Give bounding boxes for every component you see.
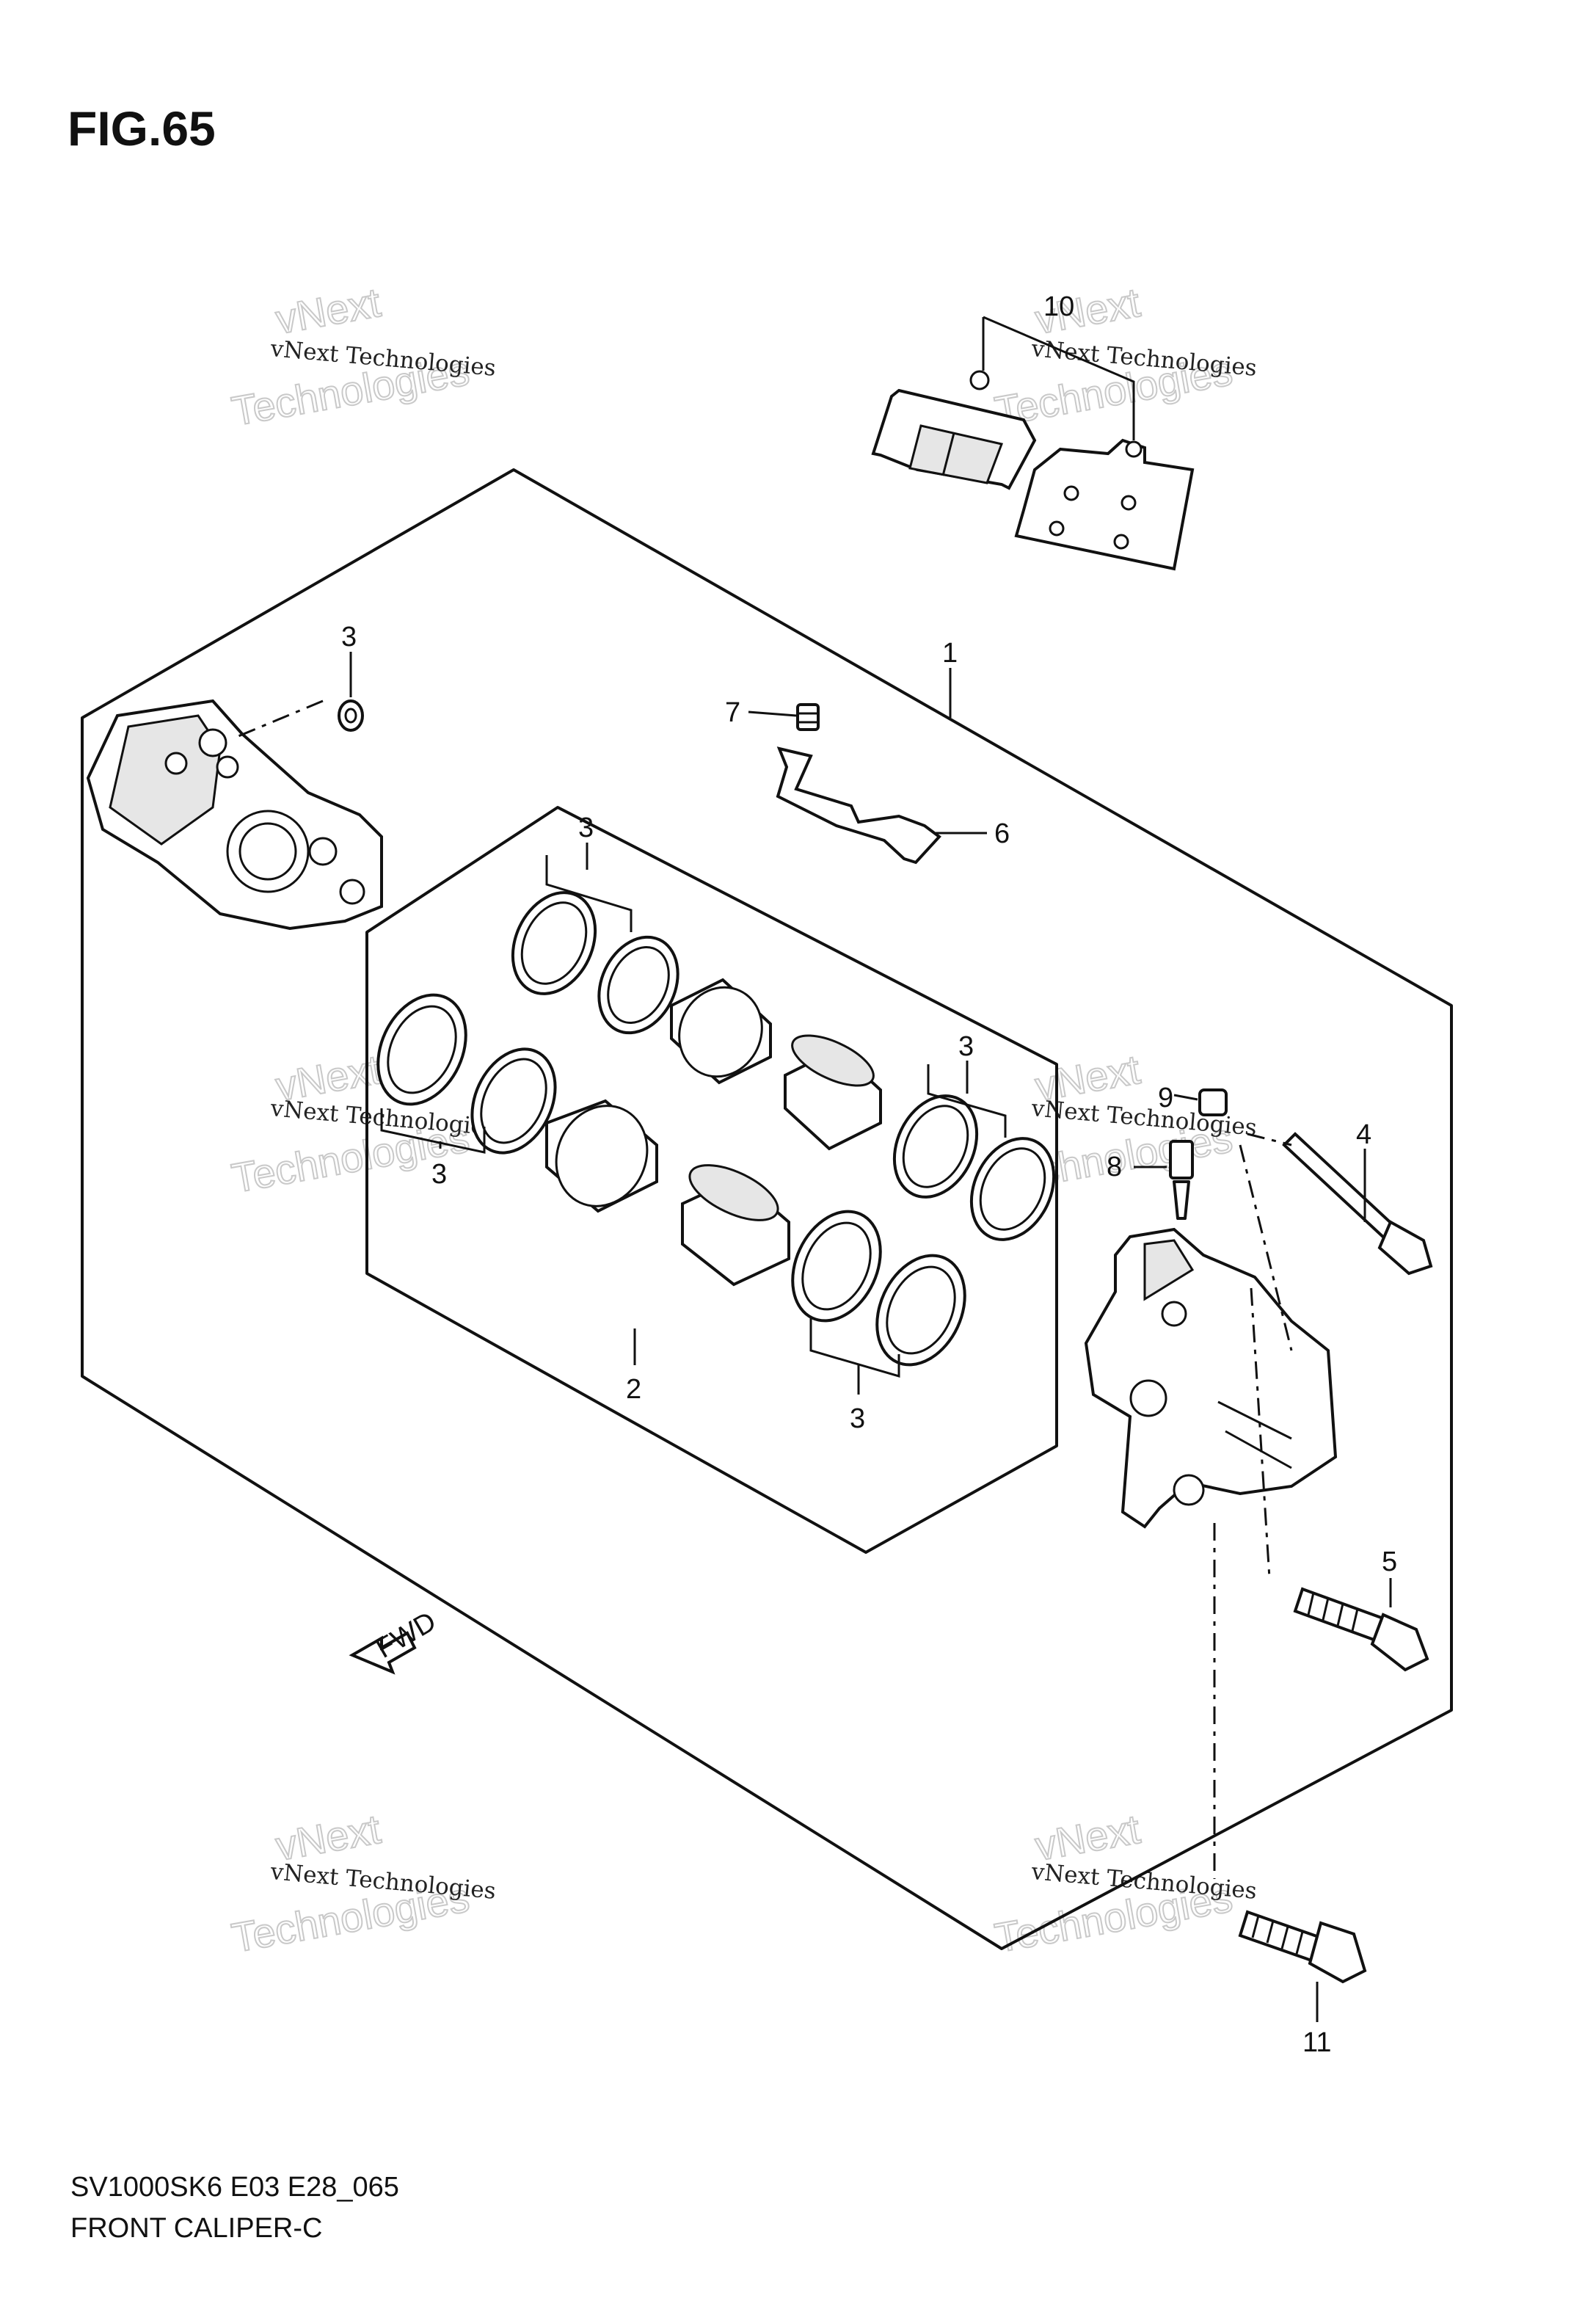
caliper-bolt-upper: [1293, 1587, 1429, 1672]
bracket-3-upper: [545, 855, 633, 932]
callout-3-right: 3: [958, 1031, 974, 1062]
caliper-half-left: [86, 699, 383, 931]
callout-9: 9: [1158, 1083, 1173, 1113]
pad-spring: [776, 746, 941, 865]
pad-friction-surface: [908, 424, 1004, 484]
pad-hole: [1049, 520, 1065, 537]
callout-4: 4: [1356, 1119, 1371, 1150]
bolt-hole: [164, 752, 188, 775]
bolt-hole: [339, 879, 365, 905]
callout-3-lower: 3: [850, 1403, 865, 1434]
bolt-axis-5: [1250, 1287, 1271, 1579]
caliper-rib: [1217, 1400, 1292, 1469]
leader-line-10: [983, 316, 1135, 440]
pad-pin: [1282, 1132, 1433, 1276]
leader-line-7: [748, 710, 797, 717]
assembly-axis: [234, 699, 324, 739]
callout-5: 5: [1382, 1546, 1397, 1577]
callout-2: 2: [626, 1374, 641, 1405]
mounting-bolt: [1238, 1910, 1367, 1984]
callout-6: 6: [994, 818, 1010, 849]
seal-kit-outline: [365, 806, 1058, 1554]
callout-10: 10: [1043, 291, 1074, 322]
bleeder-valve: [1169, 1140, 1194, 1220]
pad-pin-axis: [1247, 1133, 1292, 1146]
watermark-top-left: vNext Technologies vNext Technologies: [227, 278, 497, 435]
piston: [670, 978, 772, 1085]
callout-1: 1: [942, 638, 958, 669]
caliper-half-right: [1084, 1227, 1338, 1529]
pad-tab-hole: [969, 370, 990, 390]
bleeder-port: [1161, 1301, 1187, 1327]
callout-8: 8: [1107, 1152, 1122, 1182]
piston: [784, 1034, 882, 1151]
bolt-hole: [308, 837, 338, 866]
callout-3-left: 3: [431, 1159, 447, 1190]
callout-7: 7: [725, 697, 740, 728]
mount-hole: [1129, 1379, 1167, 1417]
seal-ring-group: [376, 891, 1056, 1367]
figure-caption: FRONT CALIPER-C: [70, 2213, 322, 2244]
fwd-label: FWD: [371, 1606, 442, 1665]
callout-3-top: 3: [341, 622, 357, 652]
bracket-3-left: [380, 1108, 486, 1154]
bolt-hole: [198, 728, 227, 757]
watermark-bottom-left: vNext Technologies vNext Technologies: [227, 1805, 497, 1962]
watermark-top-right: vNext Technologies vNext Technologies: [991, 278, 1258, 435]
bleeder-screw-small: [796, 703, 820, 731]
pad-hole: [1113, 534, 1129, 550]
figure-title: FIG.65: [68, 101, 216, 156]
pad-groove: [941, 432, 955, 476]
pad-tab-hole: [1125, 440, 1143, 458]
leader-line-9: [1173, 1094, 1198, 1101]
model-code: SV1000SK6 E03 E28_065: [70, 2172, 399, 2203]
piston-group: [545, 978, 882, 1287]
piston: [545, 1099, 658, 1213]
fwd-arrow-icon: FWD: [349, 1606, 442, 1675]
bracket-3-right: [927, 1064, 1007, 1138]
caliper-assembly-outline: [81, 468, 1453, 1950]
brake-pad-set: [871, 370, 1195, 571]
callout-11: 11: [1302, 2027, 1331, 2058]
piston: [681, 1164, 790, 1287]
callout-3-upper: 3: [578, 813, 594, 843]
bolt-hole: [216, 755, 239, 779]
bleeder-cap: [1198, 1088, 1228, 1116]
pad-hole: [1063, 485, 1079, 501]
bracket-3-lower: [809, 1317, 900, 1378]
mount-hole: [1173, 1474, 1205, 1506]
brake-pad-rear: [1014, 438, 1195, 571]
pad-hole: [1121, 495, 1137, 511]
watermark-text-vnext: vNext: [272, 279, 384, 343]
